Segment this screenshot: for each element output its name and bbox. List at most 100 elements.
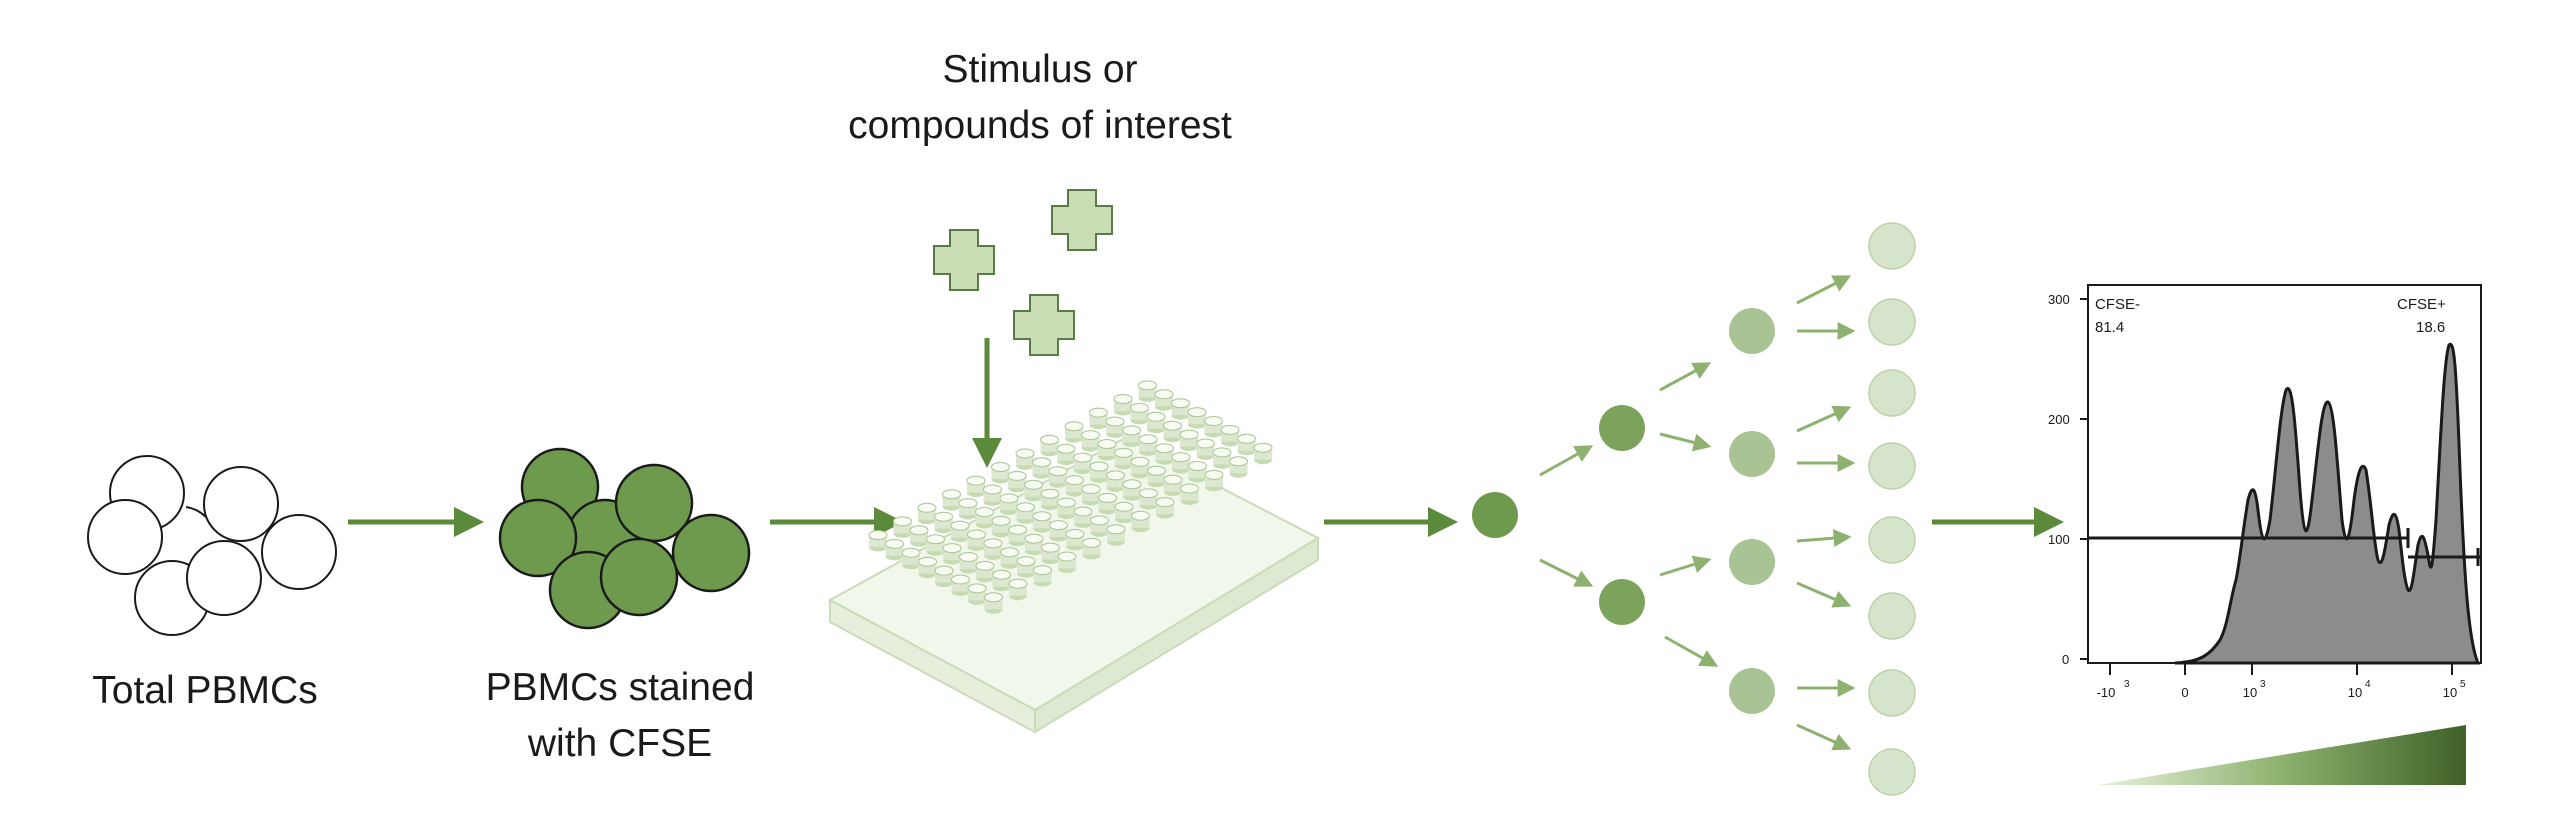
plate-well	[1131, 510, 1150, 533]
x-tick-label: -10	[2097, 685, 2116, 700]
plate-well	[1081, 430, 1100, 452]
x-tick-label: 10	[2348, 685, 2362, 700]
plate-well	[1155, 443, 1174, 465]
stained-pbmcs-label: PBMCs stained with CFSE	[460, 660, 780, 772]
plate-well	[1154, 389, 1174, 411]
plate-well	[1187, 407, 1207, 429]
plate-well	[1016, 556, 1036, 578]
second-gen-cell	[1729, 539, 1775, 585]
second-gen-cell	[1729, 431, 1775, 477]
stimulus-label-line1: Stimulus or	[942, 48, 1138, 91]
plate-well	[1056, 443, 1076, 466]
plate-well	[942, 489, 961, 511]
plate-well	[999, 493, 1019, 515]
plate-well	[959, 552, 978, 574]
plate-well	[1204, 416, 1223, 438]
division-tree	[1472, 222, 1916, 796]
plate-well	[1105, 416, 1125, 438]
plate-well	[950, 520, 970, 543]
plate-well	[1138, 434, 1158, 456]
plate-well	[1122, 425, 1141, 447]
pbmc-cell	[203, 466, 279, 542]
y-tick-label: 0	[2062, 652, 2069, 667]
plate-well	[918, 556, 937, 579]
plate-well	[1130, 402, 1149, 425]
x-tick-exponent: 3	[2124, 679, 2130, 690]
plate-well	[1081, 484, 1101, 506]
total-pbmcs-label: Total PBMCs	[92, 669, 318, 712]
stained-cell	[498, 498, 578, 578]
plate-well	[917, 502, 937, 525]
plate-well	[1016, 502, 1035, 524]
plate-well	[1171, 452, 1191, 474]
second-gen-cell	[1729, 308, 1775, 354]
cfse-histogram: 300 200 100 0 -10 3 0 10 3 10 4 10 5 CFS…	[2048, 284, 2482, 700]
plate-well	[1179, 429, 1199, 452]
x-tick-exponent: 4	[2365, 679, 2371, 690]
parent-cell	[1472, 492, 1518, 538]
plate-well	[984, 592, 1003, 614]
plate-well	[983, 484, 1002, 506]
histogram-curve	[2174, 342, 2481, 665]
plate-well	[1098, 492, 1117, 515]
plate-well	[1097, 439, 1117, 461]
plate-well	[1163, 420, 1182, 443]
plate-well	[1122, 479, 1142, 501]
total-pbmcs-cluster	[87, 455, 337, 636]
plate-well	[1171, 398, 1190, 420]
compound-cross-icon	[1013, 294, 1075, 356]
plate-well	[991, 515, 1011, 538]
plate-well	[1082, 537, 1101, 560]
well-plate	[827, 380, 1321, 734]
plate-well	[926, 534, 945, 556]
plate-well	[1007, 470, 1027, 493]
stained-pbmcs-cluster	[498, 447, 751, 630]
plate-well	[1196, 438, 1215, 460]
plate-well	[1163, 474, 1183, 497]
third-gen-cell	[1868, 298, 1916, 346]
plate-well	[893, 516, 912, 538]
plate-well	[1073, 452, 1092, 475]
third-gen-cell	[1868, 222, 1916, 270]
plate-well	[1040, 434, 1059, 457]
plate-well	[975, 560, 995, 583]
stimulus-label: Stimulus or compounds of interest	[790, 42, 1290, 154]
daughter-cell	[1599, 579, 1645, 625]
plate-well	[967, 529, 986, 551]
plate-well	[1147, 465, 1166, 488]
plate-well	[1015, 448, 1035, 470]
plate-well	[1041, 542, 1060, 565]
plate-well	[1237, 433, 1256, 456]
plate-well	[967, 583, 987, 605]
plate-well	[991, 462, 1010, 484]
plate-well	[1024, 479, 1043, 502]
stimulus-label-line2: compounds of interest	[848, 104, 1232, 147]
plate-well	[942, 543, 962, 565]
plate-well	[868, 530, 888, 552]
plate-well	[1032, 511, 1052, 533]
plate-well	[1139, 488, 1158, 510]
plate-well	[966, 475, 986, 498]
plate-well	[951, 574, 970, 596]
plate-well	[1220, 424, 1240, 447]
stained-cell	[599, 537, 679, 617]
plate-well	[1065, 529, 1085, 551]
plate-well	[1090, 515, 1109, 537]
plate-well	[1229, 456, 1248, 478]
plate-well	[1212, 447, 1232, 469]
stained-label-line1: PBMCs stained	[485, 666, 755, 709]
plate-well	[1089, 407, 1108, 430]
plate-well	[983, 538, 1003, 560]
plate-well	[1049, 520, 1068, 542]
plate-well	[1057, 497, 1076, 520]
pbmc-cell	[261, 514, 337, 590]
plate-well	[1033, 565, 1052, 587]
x-tick-exponent: 5	[2460, 679, 2466, 690]
plate-well	[1106, 524, 1126, 546]
plate-well	[1138, 380, 1157, 402]
y-tick-label: 200	[2048, 412, 2070, 427]
x-tick-label: 10	[2443, 685, 2457, 700]
plate-well	[885, 538, 904, 561]
plate-well	[1155, 497, 1175, 519]
